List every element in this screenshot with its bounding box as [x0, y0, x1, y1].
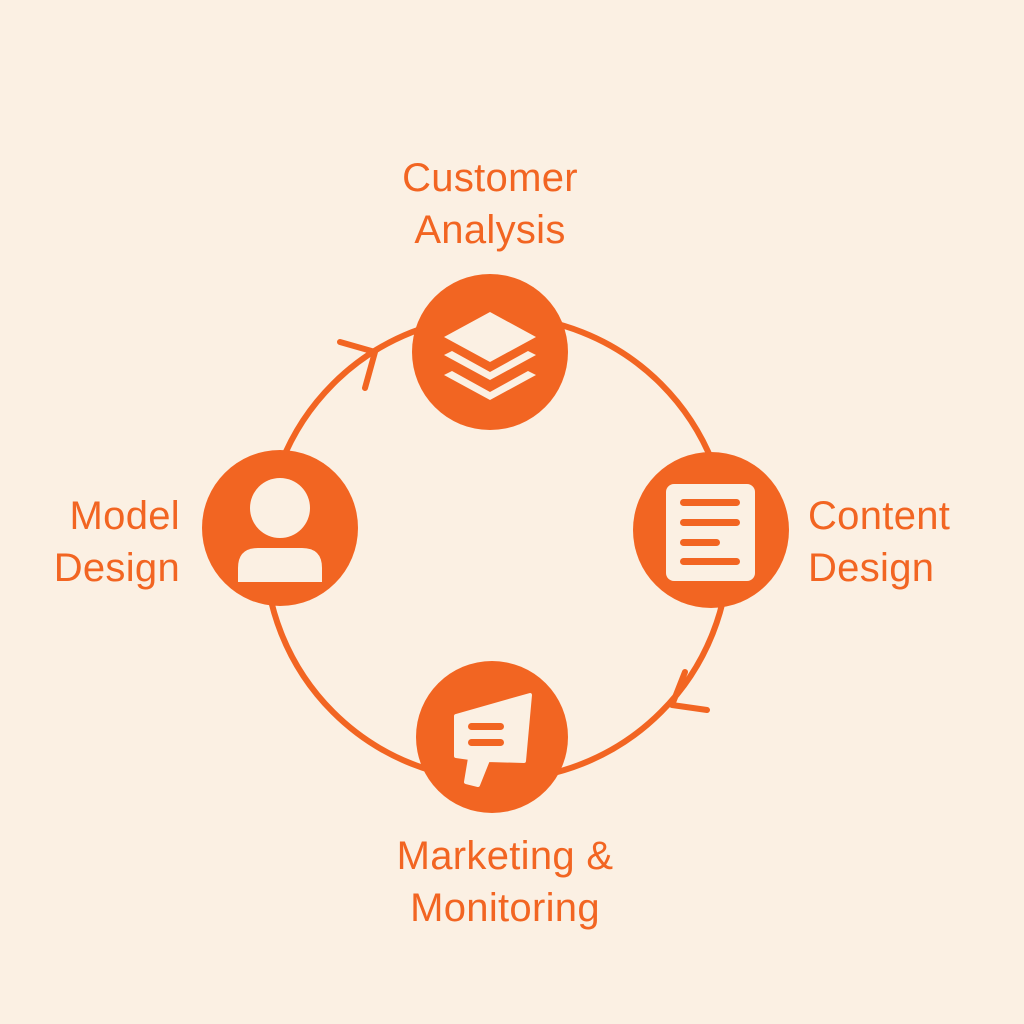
label-marketing-monitoring: Marketing & Monitoring	[345, 830, 665, 934]
node-model-design	[202, 450, 358, 606]
label-line: Design	[53, 546, 180, 590]
document-icon	[666, 484, 755, 581]
label-line: Customer	[402, 156, 578, 200]
label-line: Marketing &	[396, 834, 614, 878]
flow-arrow-top-left	[337, 339, 378, 391]
label-line: Model	[69, 494, 180, 538]
label-line: Content	[808, 494, 951, 538]
label-model-design: Model Design	[10, 490, 180, 594]
node-customer-analysis	[412, 274, 568, 430]
layers-icon	[444, 312, 536, 400]
megaphone-icon	[454, 693, 532, 787]
flow-arrow-bottom-right	[669, 669, 710, 713]
node-marketing-monitoring	[416, 661, 568, 813]
user-icon	[238, 478, 322, 582]
node-content-design	[633, 452, 789, 608]
label-customer-analysis: Customer Analysis	[330, 152, 650, 256]
label-line: Design	[808, 546, 935, 590]
label-line: Monitoring	[410, 886, 600, 930]
label-line: Analysis	[414, 208, 566, 252]
label-content-design: Content Design	[808, 490, 950, 594]
